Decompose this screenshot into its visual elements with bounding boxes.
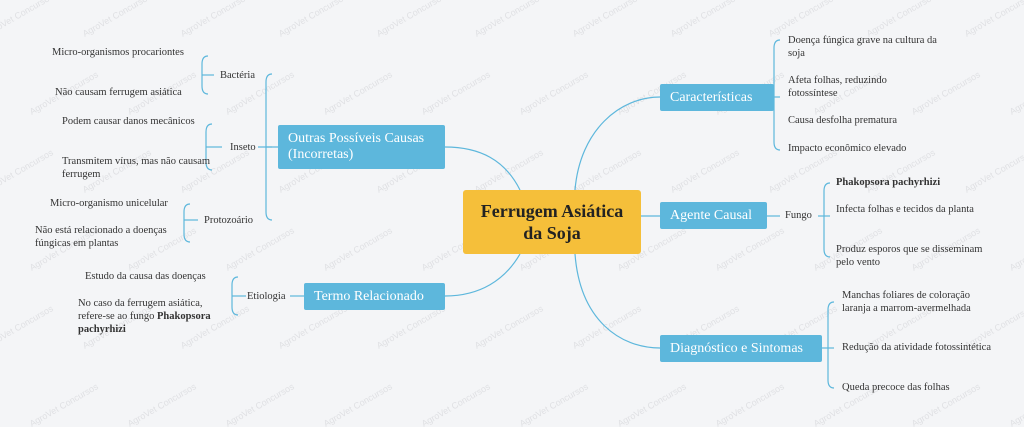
- branch-agente-label: Agente Causal: [670, 207, 753, 223]
- branch-diagnostico[interactable]: Diagnóstico e Sintomas: [660, 335, 822, 362]
- leaf-agente-2: Infecta folhas e tecidos da planta: [836, 204, 974, 215]
- bracket-diagnostico: [827, 301, 835, 389]
- bracket-protozoario: [183, 203, 191, 243]
- leaf-caracteristicas-3: Causa desfolha prematura: [788, 115, 898, 126]
- leaf-inseto-1: Podem causar danos mecânicos: [62, 116, 195, 127]
- group-label-fungo: Fungo: [785, 210, 812, 221]
- leaf-etiologia-2: No caso da ferrugem asiática,refere-se a…: [78, 298, 211, 335]
- root-title-line2: da Soja: [523, 223, 581, 243]
- link-root-outras: [444, 146, 521, 191]
- leaf-bacteria-1: Micro-organismos procariontes: [52, 47, 184, 58]
- leaf-agente-1: Phakopsora pachyrhizi: [836, 177, 941, 188]
- branch-outras-line2: (Incorretas): [288, 147, 354, 162]
- link-root-termo: [444, 253, 521, 297]
- group-label-protozoario: Protozoário: [204, 215, 253, 226]
- group-label-inseto: Inseto: [230, 142, 256, 153]
- branch-outras-causas[interactable]: Outras Possíveis Causas(Incorretas): [278, 125, 445, 169]
- group-label-bacteria: Bactéria: [220, 70, 255, 81]
- leaf-etiologia-1: Estudo da causa das doenças: [85, 271, 206, 282]
- bracket-fungo: [823, 182, 831, 258]
- leaf-protozoario-1: Micro-organismo unicelular: [50, 198, 168, 209]
- branch-termo-label: Termo Relacionado: [314, 288, 424, 304]
- bracket-caracteristicas: [773, 39, 781, 151]
- leaf-caracteristicas-4: Impacto econômico elevado: [788, 143, 907, 154]
- branch-diagnostico-label: Diagnóstico e Sintomas: [670, 340, 803, 356]
- leaf-bacteria-2: Não causam ferrugem asiática: [55, 87, 182, 98]
- branch-outras-line1: Outras Possíveis Causas: [288, 131, 425, 146]
- group-label-etiologia: Etiologia: [247, 291, 286, 302]
- leaf-diagnostico-2: Redução da atividade fotossintética: [842, 342, 991, 353]
- branch-caracteristicas-label: Características: [670, 89, 753, 105]
- branch-termo-relacionado[interactable]: Termo Relacionado: [304, 283, 445, 310]
- leaf-diagnostico-3: Queda precoce das folhas: [842, 382, 950, 393]
- root-title-line1: Ferrugem Asiática: [480, 201, 624, 221]
- link-root-caracteristicas: [574, 96, 661, 191]
- branch-agente-causal[interactable]: Agente Causal: [660, 202, 767, 229]
- link-root-diagnostico: [574, 253, 661, 349]
- branch-caracteristicas[interactable]: Características: [660, 84, 774, 111]
